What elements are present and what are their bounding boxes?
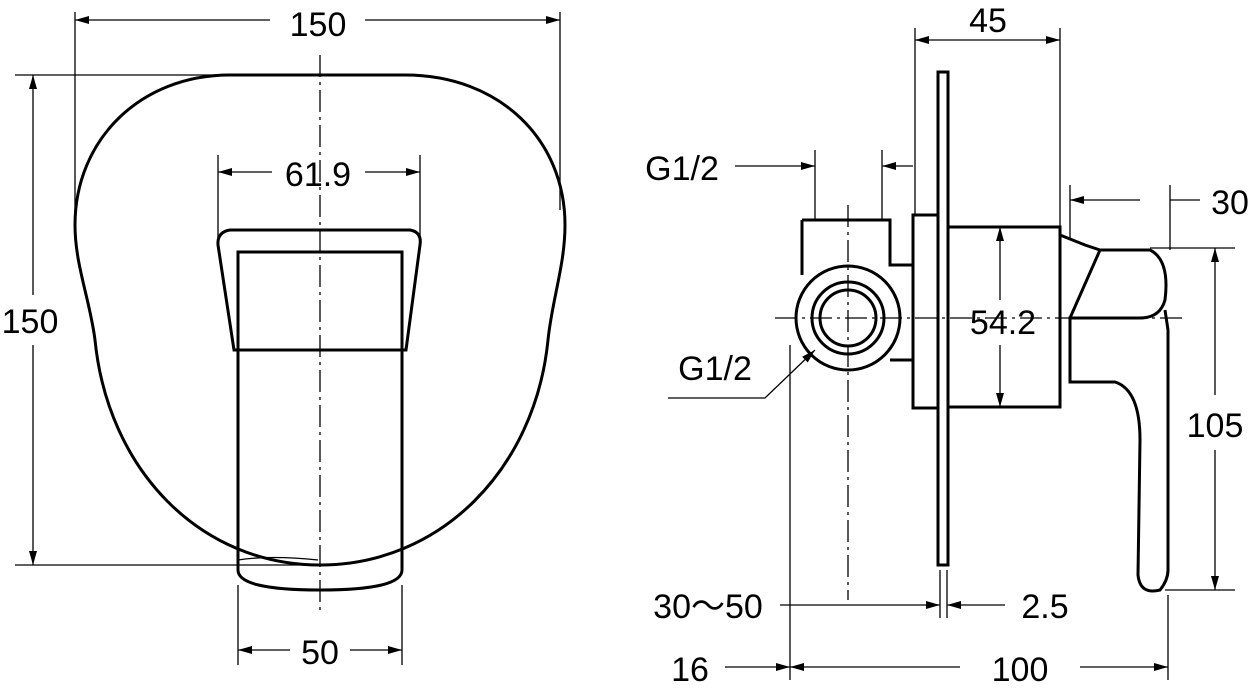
dim-wall-range: 30～50 (653, 588, 763, 626)
dim-total-depth: 100 (992, 651, 1049, 689)
lever-body (236, 250, 404, 592)
dim-overall-height: 150 (2, 303, 59, 341)
side-lever (1059, 233, 1170, 593)
inlet-block (800, 218, 915, 362)
dim-lever-width-bottom: 50 (301, 634, 339, 672)
flange (911, 213, 940, 410)
front-view: 150 150 61.9 50 (2, 6, 567, 672)
dim-overall-width: 150 (290, 6, 347, 44)
dim-inlet-offset: 16 (671, 651, 709, 689)
side-view: 45 G1/2 30 54.2 105 G1/2 30～50 2.5 (645, 2, 1249, 689)
label-inlet-side: G1/2 (678, 350, 752, 388)
dim-lever-height: 105 (1187, 407, 1244, 445)
dim-depth: 45 (969, 2, 1007, 40)
dim-body-height: 54.2 (970, 304, 1036, 342)
valve-body (946, 225, 1062, 409)
label-inlet-top: G1/2 (645, 150, 719, 188)
dim-plate-thickness: 2.5 (1021, 588, 1068, 626)
dim-lever-offset: 30 (1211, 184, 1249, 222)
dim-lever-width-top: 61.9 (285, 156, 351, 194)
lever-outline (216, 228, 422, 352)
